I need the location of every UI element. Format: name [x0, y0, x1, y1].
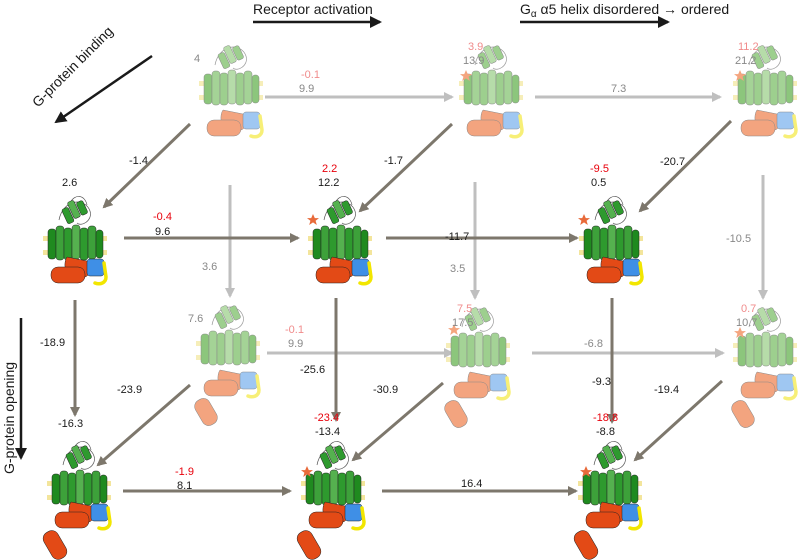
- state-value-bb3: 10.7: [736, 317, 757, 329]
- axis-label-receptor-activation: Receptor activation: [253, 1, 373, 17]
- state-icon-b1: [197, 39, 265, 139]
- state-value-fb2: -13.4: [315, 426, 340, 438]
- state-icons: [41, 39, 799, 560]
- edge-value-fb-h1: 8.1: [177, 480, 192, 492]
- edge-value-front-h2: -11.7: [445, 231, 469, 243]
- edge-value-bb-h2: -6.8: [584, 338, 603, 350]
- edge-value-v-front1: -18.9: [40, 337, 65, 349]
- state-value-f1: 2.6: [62, 177, 77, 189]
- edge-red-fb-h1: -1.9: [175, 466, 194, 478]
- edge-value-d-bot3: -19.4: [654, 384, 679, 396]
- arrow-d-top1: [102, 122, 192, 209]
- state-labels: 4 3.9 13.9 11.2 21.2 2.6 2.2 12.2 -9.5 0…: [58, 41, 759, 438]
- state-value-fb3: -8.8: [596, 426, 615, 438]
- state-red-fb3: -18.8: [593, 412, 618, 424]
- state-red-fb2: -23.4: [314, 412, 339, 424]
- edge-red-bb-h1: -0.1: [285, 324, 304, 336]
- state-value-f2: 12.2: [318, 177, 339, 189]
- axis-helix-ordering: Gα α5 helix disordered → ordered: [520, 1, 729, 28]
- state-icon-fb1: [41, 441, 111, 560]
- state-icon-fb3: [572, 441, 642, 560]
- star-icon: [307, 214, 319, 225]
- edge-value-bb-h1: 9.9: [288, 338, 303, 350]
- state-icon-f3: [577, 194, 645, 286]
- edge-value-d-bot1: -23.9: [117, 384, 142, 396]
- axis-gprotein-binding: G-protein binding: [29, 23, 153, 124]
- arrow-d-bot3: [633, 379, 724, 462]
- edge-value-v-back3: -10.5: [726, 233, 751, 245]
- star-icon: [578, 214, 590, 225]
- edge-arrows: [70, 92, 768, 496]
- state-value-fb1: -16.3: [58, 418, 83, 430]
- state-value-bb1: 7.6: [188, 313, 203, 325]
- axis-arrow: [54, 54, 153, 124]
- arrow-d-bot1: [96, 383, 191, 467]
- edge-value-v-back1: 3.6: [202, 261, 217, 273]
- state-red-b2: 3.9: [468, 41, 483, 53]
- edge-red-front-h1: -0.4: [153, 211, 172, 223]
- axis-label-gprotein-opening: G-protein opening: [1, 362, 17, 474]
- edge-value-front-h1: 9.6: [155, 226, 170, 238]
- state-value-bb2: 17.5: [452, 317, 473, 329]
- state-icon-f1: [41, 194, 109, 286]
- edge-value-back-h1: 9.9: [299, 83, 314, 95]
- edge-value-back-h2: 7.3: [611, 83, 626, 95]
- axis-label-gprotein-binding: G-protein binding: [29, 23, 116, 110]
- edge-value-v-front2: -25.6: [300, 364, 325, 376]
- state-red-bb2: 7.5: [457, 303, 472, 315]
- state-value-b1: 4: [194, 53, 200, 65]
- arrow-d-top2: [358, 122, 454, 213]
- state-red-f2: 2.2: [322, 163, 337, 175]
- edge-value-fb-h2: 16.4: [461, 478, 482, 490]
- edge-value-d-top3: -20.7: [660, 156, 685, 168]
- edge-value-d-top2: -1.7: [384, 155, 403, 167]
- state-red-bb3: 0.7: [741, 303, 756, 315]
- state-red-f3: -9.5: [590, 163, 609, 175]
- arrow-d-top3: [638, 119, 733, 213]
- edge-labels: -0.1 9.9 7.3 -0.4 9.6 -11.7 -0.1 9.9 -6.…: [40, 69, 751, 492]
- edge-value-d-bot2: -30.9: [373, 384, 398, 396]
- edge-value-v-front3: -9.3: [592, 376, 611, 388]
- arrow-d-bot2: [351, 381, 444, 462]
- state-red-b3: 11.2: [738, 41, 759, 53]
- axis-receptor-activation: Receptor activation: [253, 1, 382, 28]
- axis-gprotein-opening: G-protein opening: [1, 318, 27, 474]
- state-value-f3: 0.5: [591, 177, 606, 189]
- edge-value-d-top1: -1.4: [129, 155, 148, 167]
- state-value-b3: 21.2: [735, 55, 756, 67]
- edge-red-back-h1: -0.1: [301, 69, 320, 81]
- state-value-b2: 13.9: [463, 55, 484, 67]
- edge-value-v-back2: 3.5: [450, 263, 465, 275]
- axis-label-helix-ordering: Gα α5 helix disordered → ordered: [520, 1, 729, 20]
